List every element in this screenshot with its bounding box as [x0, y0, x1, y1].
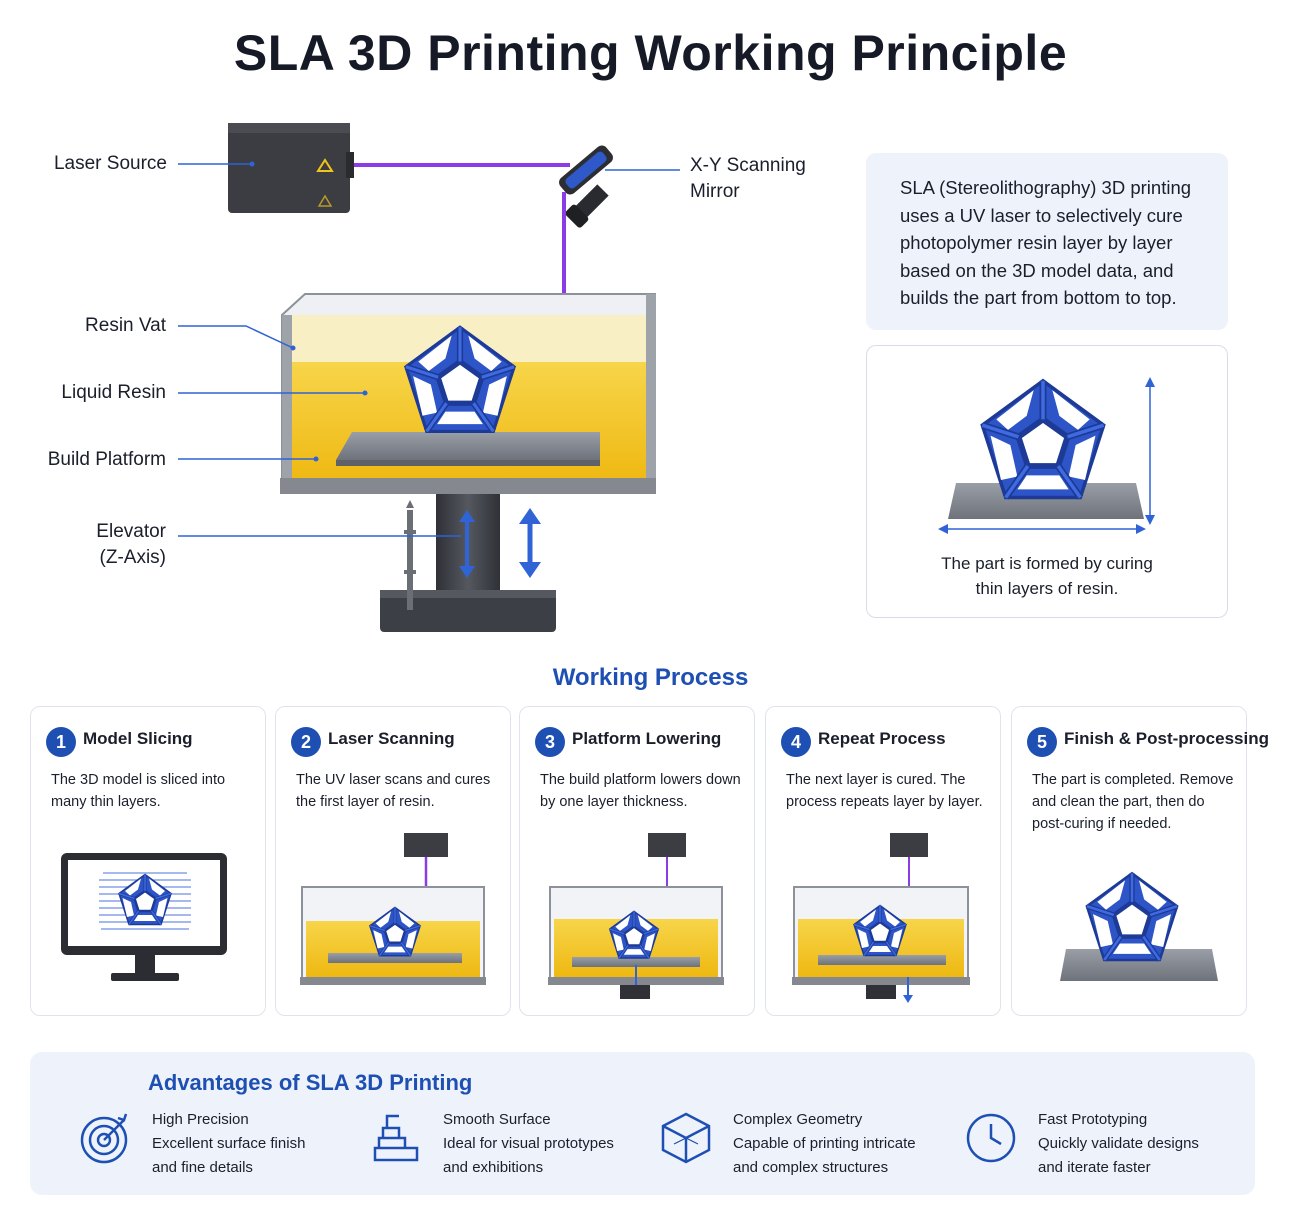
- label-mirror-line2: Mirror: [690, 181, 740, 202]
- sla-printer-diagram: [178, 123, 680, 632]
- arrow-down-icon: [903, 995, 913, 1003]
- vat-laser-icon: [300, 833, 486, 985]
- elevator-z-axis: [380, 494, 556, 632]
- step-description: The next layer is cured. The process rep…: [786, 772, 983, 810]
- page-title: SLA 3D Printing Working Principle: [233, 25, 1068, 81]
- step-number: 5: [1027, 727, 1057, 757]
- advantage-title: Smooth Surface: [443, 1111, 551, 1128]
- step-card-4: 4 Repeat Process The next layer is cured…: [765, 706, 1001, 1016]
- info-panel: [866, 153, 1228, 330]
- advantages-panel: [30, 1052, 1255, 1195]
- arrow-down-icon: [519, 562, 541, 578]
- advantages-title: Advantages of SLA 3D Printing: [148, 1070, 473, 1095]
- label-resin-vat: Resin Vat: [85, 315, 166, 336]
- advantage-title: High Precision: [152, 1111, 249, 1128]
- advantage-title: Fast Prototyping: [1038, 1111, 1148, 1128]
- working-process-title: Working Process: [552, 664, 749, 691]
- cube-icon: [661, 1112, 711, 1164]
- advantage-title: Complex Geometry: [733, 1111, 863, 1128]
- advantage-line2: and complex structures: [733, 1159, 889, 1176]
- step-number: 1: [46, 727, 76, 757]
- vat-repeat-icon: [792, 833, 970, 1003]
- label-laser-source: Laser Source: [53, 153, 167, 174]
- part-caption-line2: thin layers of resin.: [975, 579, 1119, 598]
- finished-part-icon: [1060, 825, 1218, 981]
- step-title: Platform Lowering: [572, 729, 722, 748]
- label-mirror-line1: X-Y Scanning: [690, 155, 806, 176]
- step-title: Repeat Process: [818, 729, 946, 748]
- step-card-5: 5 Finish & Post-processing The part is c…: [1011, 706, 1269, 1016]
- step-card-3: 3 Platform Lowering The build platform l…: [519, 706, 755, 1016]
- clock-icon: [966, 1113, 1016, 1163]
- scanning-mirror-icon: [559, 145, 613, 195]
- arrow-up-icon: [519, 508, 541, 524]
- step-description: The part is completed. Remove and clean …: [1032, 772, 1234, 832]
- advantage-line1: Capable of printing intricate: [733, 1135, 916, 1152]
- step-number: 3: [535, 727, 565, 757]
- finished-part-illustration: [938, 377, 1155, 534]
- part-caption-line1: The part is formed by curing: [941, 554, 1153, 573]
- step-number: 4: [781, 727, 811, 757]
- step-description: The build platform lowers down by one la…: [540, 772, 741, 810]
- advantage-line1: Excellent surface finish: [152, 1135, 306, 1152]
- layers-icon: [373, 1114, 419, 1162]
- advantage-line1: Ideal for visual prototypes: [443, 1135, 614, 1152]
- laser-source-icon: [228, 123, 354, 213]
- vat-lowering-icon: [548, 833, 724, 999]
- step-description: The UV laser scans and cures the first l…: [296, 772, 491, 810]
- build-platform: [336, 432, 600, 460]
- part-caption: The part is formed by curing thin layers…: [866, 551, 1228, 601]
- step-card-2: 2 Laser Scanning The UV laser scans and …: [275, 706, 511, 1016]
- step-number: 2: [291, 727, 321, 757]
- target-icon: [80, 1113, 128, 1164]
- step-title: Model Slicing: [83, 729, 193, 748]
- advantage-line1: Quickly validate designs: [1038, 1135, 1199, 1152]
- step-title: Laser Scanning: [328, 729, 455, 748]
- step-description: The 3D model is sliced into many thin la…: [51, 772, 226, 810]
- advantage-line2: and exhibitions: [443, 1159, 544, 1176]
- advantage-line2: and iterate faster: [1038, 1159, 1151, 1176]
- info-text: SLA (Stereolithography) 3D printing uses…: [900, 177, 1192, 308]
- monitor-icon: [61, 853, 227, 981]
- label-build-platform: Build Platform: [47, 449, 166, 470]
- advantage-line2: and fine details: [152, 1159, 253, 1176]
- label-liquid-resin: Liquid Resin: [61, 382, 166, 403]
- label-elevator-line2: (Z-Axis): [99, 547, 166, 568]
- step-title: Finish & Post-processing: [1064, 729, 1269, 748]
- label-elevator-line1: Elevator: [96, 521, 166, 542]
- step-card-1: 1 Model Slicing The 3D model is sliced i…: [30, 706, 266, 1016]
